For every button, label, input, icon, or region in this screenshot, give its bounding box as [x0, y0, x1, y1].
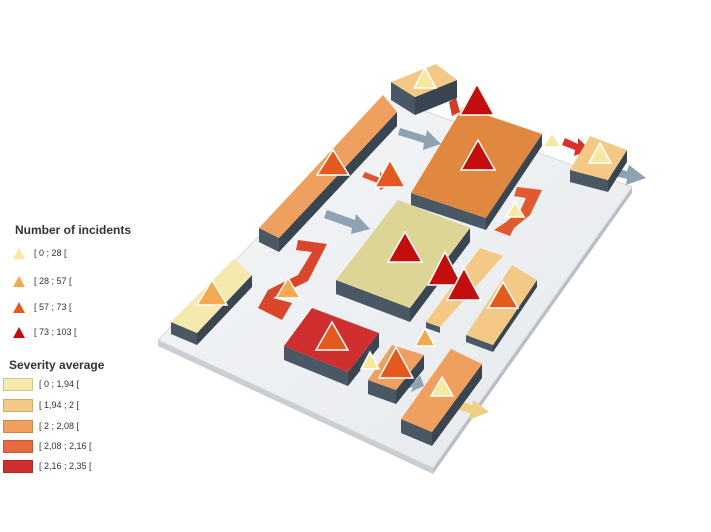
severity-legend-label: [ 0 ; 1,94 [	[39, 379, 80, 389]
flow-arrow	[398, 128, 441, 150]
incidents-legend-label: [ 0 ; 28 [	[34, 248, 67, 258]
incident-marker	[413, 326, 437, 347]
incident-marker	[377, 345, 415, 379]
severity-legend-item: [ 2,08 ; 2,16 [	[3, 438, 92, 454]
incidents-legend-label: [ 57 ; 73 [	[34, 302, 72, 312]
severity-swatch	[3, 419, 33, 433]
incident-marker	[386, 230, 424, 263]
triangle-icon	[13, 326, 25, 338]
flow-arrow	[405, 375, 424, 392]
severity-legend-label: [ 2 ; 2,08 [	[39, 421, 80, 431]
incidents-legend-item: [ 73 ; 103 [	[12, 324, 77, 340]
triangle-icon	[13, 301, 25, 313]
incident-marker	[458, 82, 496, 116]
incident-marker	[445, 266, 483, 301]
severity-swatch	[3, 398, 33, 412]
incident-marker	[459, 138, 497, 171]
severity-legend-label: [ 2,16 ; 2,35 [	[39, 461, 92, 471]
severity-swatch	[3, 439, 33, 453]
severity-swatch	[3, 459, 33, 473]
incidents-legend-label: [ 73 ; 103 [	[34, 327, 77, 337]
incidents-legend-item: [ 0 ; 28 [	[12, 245, 67, 261]
severity-legend-label: [ 2,08 ; 2,16 [	[39, 441, 92, 451]
incident-marker	[274, 276, 302, 299]
triangle-icon	[13, 247, 25, 259]
severity-legend-item: [ 0 ; 1,94 [	[3, 376, 79, 392]
incidents-legend-item: [ 28 ; 57 [	[12, 273, 72, 289]
incident-marker	[359, 350, 381, 370]
incident-marker	[315, 148, 351, 176]
flow-arrow	[324, 210, 370, 234]
incidents-legend-title: Number of incidents	[15, 223, 132, 237]
flow-arrow	[449, 98, 460, 116]
incident-marker	[426, 250, 464, 286]
incident-markers	[195, 66, 613, 397]
severity-legend-label: [ 1,94 ; 2 [	[39, 400, 80, 410]
incident-marker	[486, 280, 520, 309]
incident-marker	[429, 375, 455, 397]
flow-arrow	[494, 187, 542, 236]
severity-legend-item: [ 2,16 ; 2,35 [	[3, 458, 92, 474]
incident-marker	[504, 200, 526, 218]
incidents-legend-label: [ 28 ; 57 [	[34, 276, 72, 286]
severity-legend-item: [ 1,94 ; 2 [	[3, 397, 79, 413]
incident-marker	[373, 158, 407, 188]
incident-marker	[587, 141, 613, 164]
incident-marker	[195, 278, 229, 306]
severity-legend-title: Severity average	[9, 358, 105, 372]
incident-marker	[412, 66, 438, 89]
severity-swatch	[3, 377, 33, 391]
flow-arrow	[258, 240, 327, 320]
severity-legend-item: [ 2 ; 2,08 [	[3, 418, 79, 434]
incident-marker	[541, 131, 563, 148]
incident-marker	[314, 320, 350, 351]
incidents-legend-item: [ 57 ; 73 [	[12, 299, 72, 315]
triangle-icon	[13, 275, 25, 287]
